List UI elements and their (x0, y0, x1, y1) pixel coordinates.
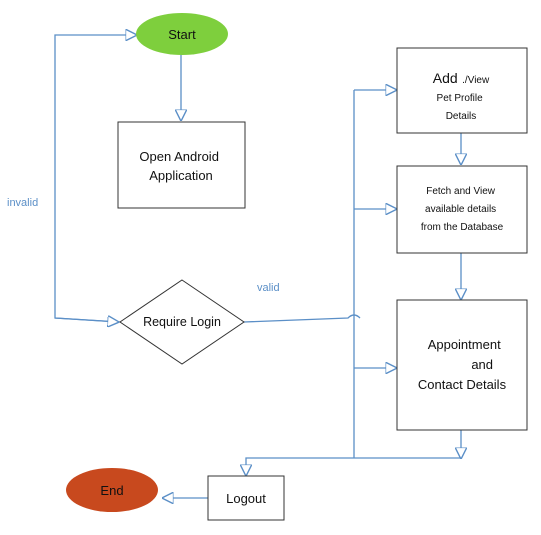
end-node (66, 468, 158, 512)
appointment-line-2: and (471, 357, 493, 372)
appointment-line-1: Appointment (428, 337, 501, 352)
edge-to-logout (246, 457, 461, 475)
add-view-line-2: Details (446, 111, 477, 122)
edge-loop-to-login (54, 318, 118, 322)
logout-box (207, 475, 285, 521)
open-app-box (117, 121, 246, 209)
connectors (54, 35, 461, 498)
invalid-label: invalid (7, 197, 38, 209)
fetch-line-2: available details (425, 204, 496, 215)
end-label: End (100, 483, 123, 498)
add-view-word: Add (433, 70, 458, 86)
add-view-suffix: ./View (462, 75, 490, 86)
login-label: Require Login (143, 315, 221, 329)
logout-label: Logout (226, 491, 266, 506)
open-app-label: Open Android Application (139, 149, 222, 183)
fetch-label: Fetch and View available details from th… (421, 186, 504, 233)
appointment-line-3: Contact Details (418, 377, 507, 392)
login-decision (119, 279, 245, 365)
appointment-label: Appointment and Contact Details (418, 337, 507, 392)
start-label: Start (168, 27, 196, 42)
appointment-box (396, 299, 528, 431)
fetch-box (396, 165, 528, 254)
open-app-line-2: Application (149, 168, 213, 183)
add-view-box (396, 47, 528, 134)
edge-login-valid (243, 314, 361, 323)
add-view-line-1: Pet Profile (437, 93, 484, 104)
fetch-line-3: from the Database (421, 222, 504, 233)
valid-label: valid (257, 282, 280, 294)
open-app-line-1: Open Android (139, 149, 219, 164)
start-node (136, 13, 228, 55)
add-view-lines: Pet Profile Details (437, 93, 486, 122)
add-view-title: Add ./View (433, 70, 490, 87)
fetch-line-1: Fetch and View (426, 186, 496, 197)
